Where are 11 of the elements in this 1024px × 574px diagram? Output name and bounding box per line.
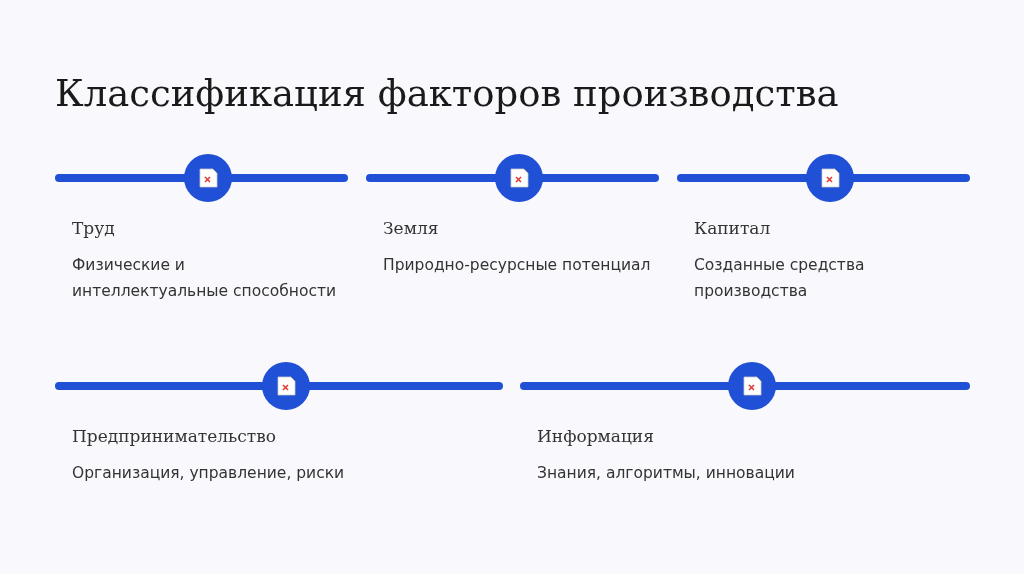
factor-description: Знания, алгоритмы, инновации (537, 463, 796, 484)
factor-description: Организация, управление, риски (72, 463, 346, 484)
factor-heading: Земля (383, 218, 439, 238)
factor-heading: Информация (537, 426, 654, 446)
factor-heading: Труд (72, 218, 115, 238)
slide-title: Классификация факторов производства (55, 72, 839, 115)
factor-heading: Капитал (694, 218, 771, 238)
factor-heading: Предпринимательство (72, 426, 277, 446)
factor-description: Физические и интеллектуальные способности (72, 255, 337, 302)
factor-description: Природно-ресурсные потенциал (383, 255, 652, 276)
factor-description: Созданные средства производства (694, 255, 866, 302)
